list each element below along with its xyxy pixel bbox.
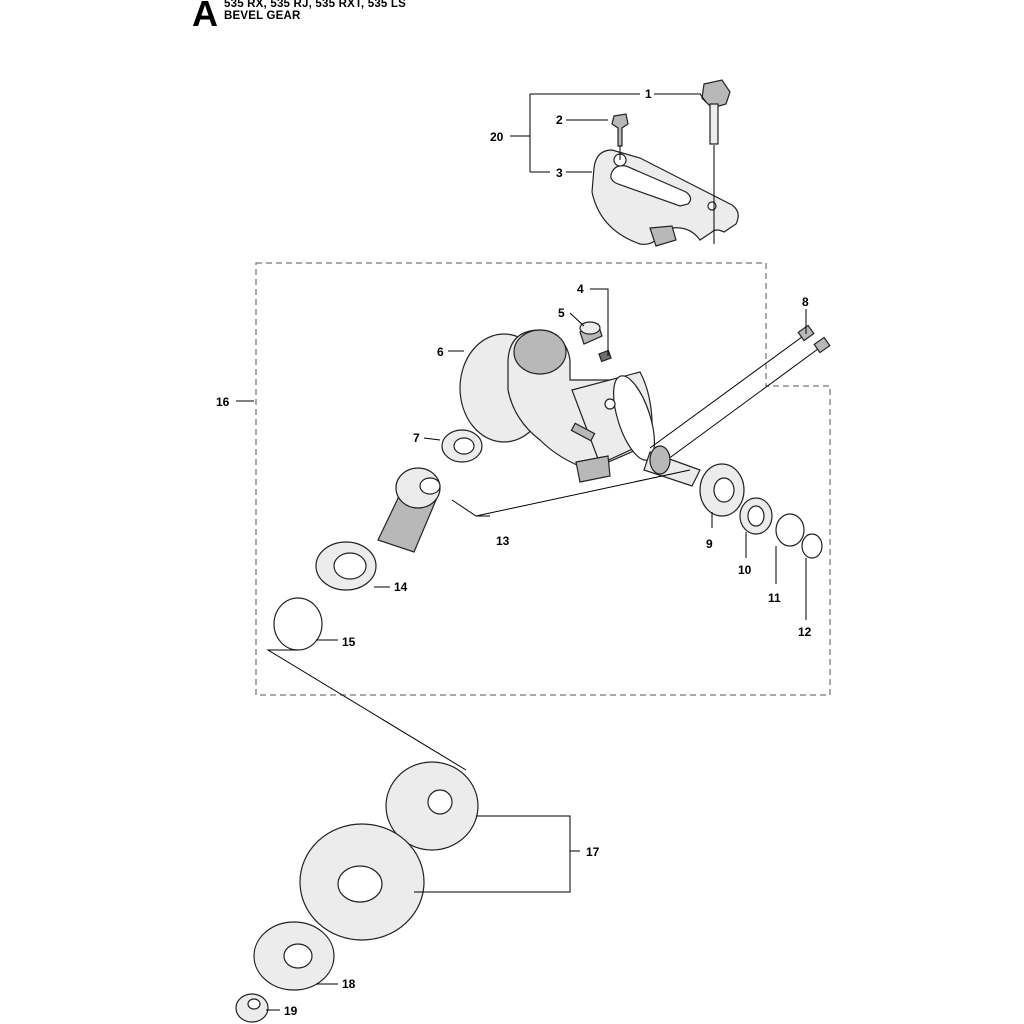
part-11-ring: [775, 513, 805, 547]
part-19-cap: [235, 993, 269, 1023]
callout-12: 12: [798, 625, 812, 639]
part-14-bearing: [315, 541, 377, 591]
callout-14: 14: [394, 580, 408, 594]
section-letter: A: [192, 0, 218, 34]
callout-16: 16: [216, 395, 230, 409]
part-5-plug: [579, 321, 603, 345]
part-8-screws: [649, 324, 831, 463]
part-10-washer: [739, 497, 773, 535]
part-2-screw: [611, 113, 629, 147]
callout-9: 9: [706, 537, 713, 551]
callout-2: 2: [556, 113, 563, 127]
part-13-gear-shaft: [377, 445, 701, 553]
part-1-bolt-shank: [709, 103, 719, 145]
part-15-circlip: [273, 597, 323, 651]
diagram-title: BEVEL GEAR: [224, 10, 301, 22]
callout-13: 13: [496, 534, 510, 548]
part-4-pin: [598, 349, 612, 363]
gear-housing: [459, 329, 656, 483]
callout-7: 7: [413, 431, 420, 445]
part-12-circlip: [801, 533, 823, 559]
callout-5: 5: [558, 306, 565, 320]
leader-lines: [236, 93, 807, 1011]
callout-20: 20: [490, 130, 504, 144]
callout-4: 4: [577, 282, 584, 296]
part-17-support-flange: [299, 761, 479, 941]
part-7-bearing: [441, 429, 483, 463]
callout-6: 6: [437, 345, 444, 359]
assembly-16-boundary: [255, 262, 831, 696]
part-6-bolt-hole: [604, 398, 616, 410]
part-6-mount-block: [575, 455, 611, 483]
part-9-bearing: [699, 463, 745, 517]
callout-15: 15: [342, 635, 356, 649]
model-list: 535 RX, 535 RJ, 535 RXT, 535 LS: [224, 0, 406, 10]
part-3-screw-hole: [707, 201, 717, 211]
callout-17: 17: [586, 845, 600, 859]
callout-3: 3: [556, 166, 563, 180]
part-6-dome: [513, 329, 567, 375]
callout-1: 1: [645, 87, 652, 101]
callout-19: 19: [284, 1004, 298, 1018]
callout-8: 8: [802, 295, 809, 309]
callout-18: 18: [342, 977, 356, 991]
callout-11: 11: [768, 591, 781, 605]
clamp-assembly: [591, 79, 739, 247]
callout-10: 10: [738, 563, 752, 577]
part-1-bolt-head: [701, 79, 731, 109]
part-18-nut: [253, 921, 335, 991]
part-6-slot: [570, 422, 596, 442]
part-3-tab: [649, 225, 677, 247]
